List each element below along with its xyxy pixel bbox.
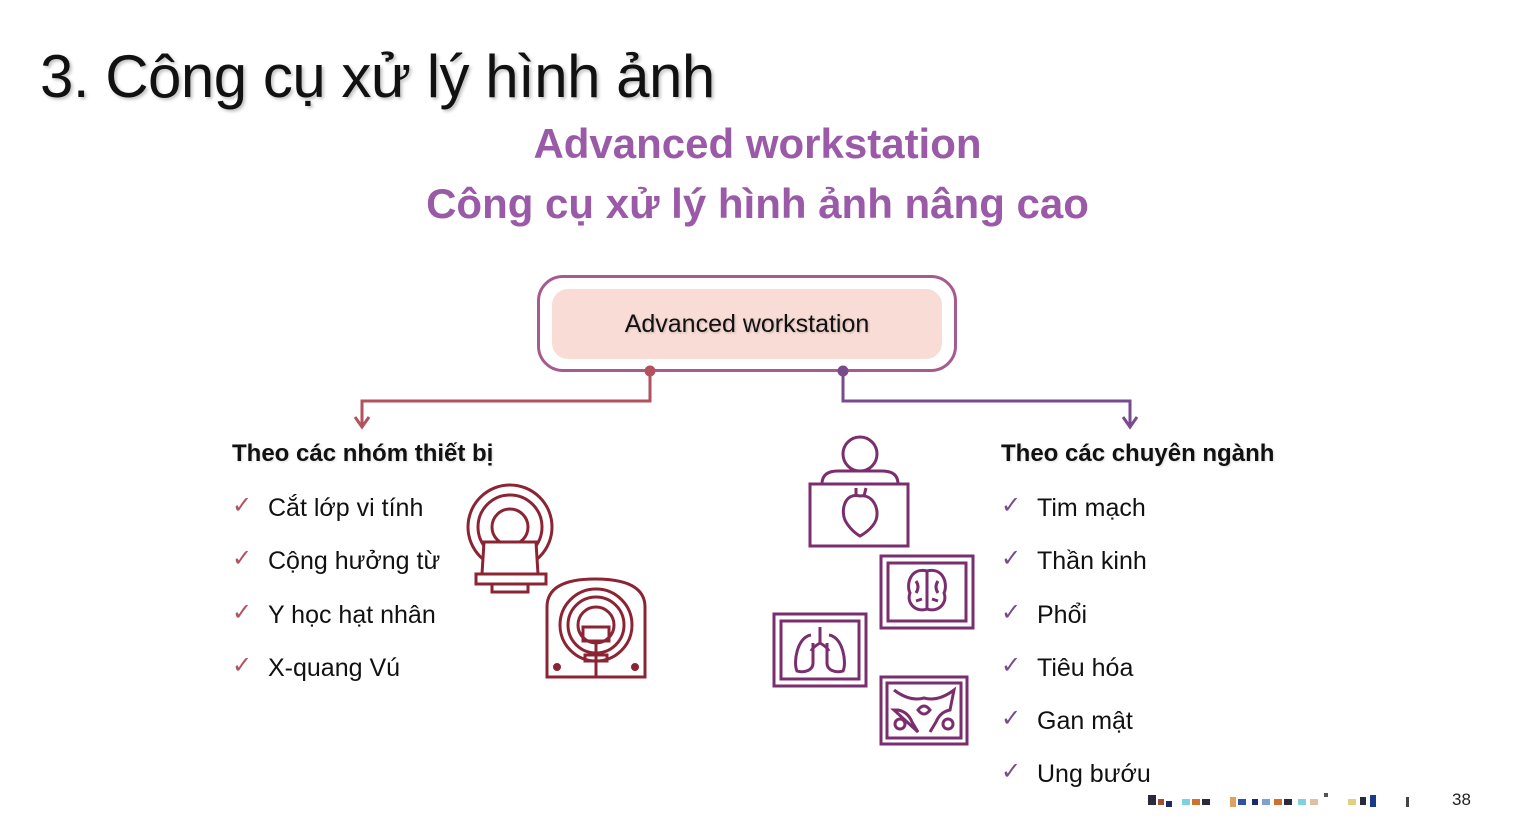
check-icon: ✓: [1001, 598, 1022, 626]
check-icon: ✓: [232, 651, 253, 679]
subtitle-vietnamese: Công cụ xử lý hình ảnh nâng cao: [426, 180, 1089, 227]
list-item-label: X-quang Vú: [268, 653, 401, 682]
brain-scan-icon: [879, 554, 975, 630]
list-item: ✓ Gan mật: [1001, 707, 1151, 760]
list-item-label: Tiêu hóa: [1037, 653, 1134, 682]
list-item-label: Thần kinh: [1037, 547, 1147, 576]
pelvis-xray-icon: [879, 675, 969, 746]
list-item-label: Gan mật: [1037, 707, 1133, 736]
list-item: ✓ Thần kinh: [1001, 547, 1151, 600]
right-connector-line: [841, 371, 1132, 426]
list-item: ✓ Tiêu hóa: [1001, 651, 1151, 707]
list-item: ✓ Cộng hưởng từ: [232, 547, 440, 600]
footer-redacted-strip: [1148, 793, 1409, 807]
check-icon: ✓: [1001, 545, 1022, 573]
list-item: ✓ Phổi: [1001, 598, 1151, 654]
list-item: ✓ Tim mạch: [1001, 494, 1151, 547]
check-icon: ✓: [1001, 758, 1022, 786]
left-connector-arrowhead: [353, 416, 371, 430]
check-icon: ✓: [1001, 705, 1022, 733]
list-item-label: Ung bướu: [1037, 760, 1151, 789]
right-connector-arrowhead: [1121, 416, 1139, 430]
check-icon: ✓: [232, 545, 253, 573]
check-icon: ✓: [232, 598, 253, 626]
mri-scanner-icon: [545, 577, 647, 679]
left-heading: Theo các nhóm thiết bị: [232, 440, 494, 467]
check-icon: ✓: [1001, 651, 1022, 679]
doctor-heart-icon: [808, 435, 910, 548]
right-list: ✓ Tim mạch ✓ Thần kinh ✓ Phổi ✓ Tiêu hóa ✓ Ga…: [1001, 494, 1151, 814]
right-heading: Theo các chuyên ngành: [1001, 440, 1275, 467]
check-icon: ✓: [1001, 492, 1022, 519]
subtitle-english: Advanced workstation: [533, 120, 982, 167]
page-number: 38: [1452, 790, 1471, 809]
list-item-label: Cộng hưởng từ: [268, 547, 441, 576]
left-connector: [353, 365, 656, 430]
list-item: ✓ X-quang Vú: [232, 651, 440, 707]
root-node: Advanced workstation: [537, 275, 957, 372]
right-connector: [837, 365, 1139, 430]
check-icon: ✓: [232, 492, 253, 519]
list-item-label: Y học hạt nhân: [268, 600, 436, 629]
left-connector-line: [360, 371, 652, 426]
list-item-label: Cắt lớp vi tính: [268, 494, 424, 522]
ct-scanner-icon: [466, 483, 554, 594]
root-node-label: Advanced workstation: [552, 289, 942, 359]
left-list: ✓ Cắt lớp vi tính ✓ Cộng hưởng từ ✓ Y học h…: [232, 494, 440, 707]
lung-xray-icon: [772, 612, 868, 688]
list-item: ✓ Y học hạt nhân: [232, 598, 440, 654]
list-item-label: Phổi: [1037, 600, 1088, 629]
slide-title: 3. Công cụ xử lý hình ảnh: [40, 43, 715, 110]
list-item: ✓ Ung bướu: [1001, 760, 1151, 813]
list-item: ✓ Cắt lớp vi tính: [232, 494, 440, 547]
list-item-label: Tim mạch: [1037, 494, 1146, 522]
